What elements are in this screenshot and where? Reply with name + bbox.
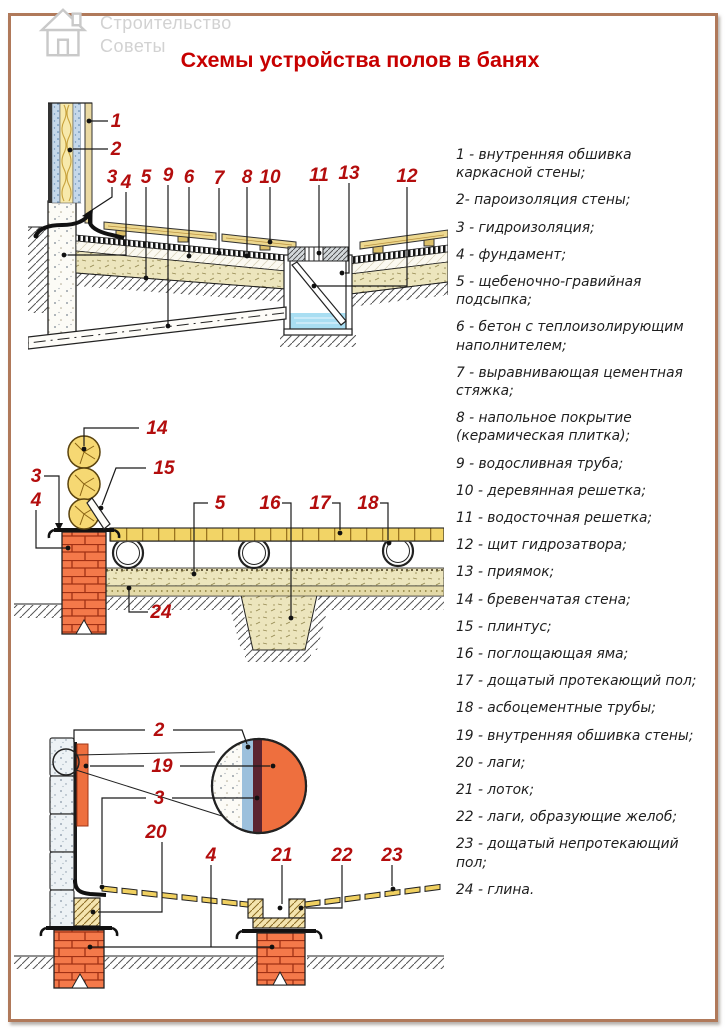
diagram-scheme-2-leaking-plank-floor: 14 15 3 4 5 16 17 18 24	[14, 418, 444, 662]
legend-item: 11 - водосточная решетка;	[456, 510, 653, 527]
legend-item: 16 - поглощающая яма;	[456, 646, 629, 663]
callout-number: 6	[184, 167, 195, 188]
wood-deck-left	[103, 221, 297, 251]
watermark-line-1: Строительство	[100, 13, 232, 33]
callout-number: 13	[338, 163, 360, 184]
water-seal-board	[291, 261, 347, 326]
plank-floor	[109, 527, 444, 542]
flashing-apron	[33, 211, 125, 240]
magnifier-detail	[52, 737, 308, 835]
wood-deck-right	[359, 229, 448, 254]
legend-item: 2- пароизоляция стены;	[456, 192, 631, 209]
callout-number: 4	[120, 172, 132, 193]
legend-item: 14 - бревенчатая стена;	[456, 591, 631, 608]
legend-item: 3 - гидроизоляция;	[456, 219, 595, 236]
page-title: Схемы устройства полов в банях	[180, 48, 540, 72]
legend-item: 15 - плинтус;	[456, 618, 552, 635]
log-wall	[67, 435, 101, 530]
site-watermark: Строительство Советы	[34, 4, 232, 60]
left-brick-pier	[39, 926, 119, 989]
callout-number: 5	[215, 493, 226, 514]
legend-item: 20 - лаги;	[456, 754, 526, 771]
callout-number: 1	[111, 111, 122, 132]
callout-number: 2	[110, 139, 122, 160]
drain-pit	[280, 246, 356, 347]
callout-number: 10	[259, 167, 281, 188]
callout-number: 12	[396, 166, 418, 187]
callout-number: 2	[153, 720, 165, 741]
callout-number: 7	[214, 168, 226, 189]
legend: 1 - внутренняя обшивка каркасной стены; …	[456, 146, 699, 908]
ground	[14, 955, 444, 969]
callouts-scheme-2: 14 15 3 4 5 16 17 18 24	[30, 418, 392, 623]
floor-layers-right	[349, 230, 448, 307]
absorbing-pit	[227, 585, 331, 662]
legend-item: 5 - щебеночно-гравийная подсыпка;	[456, 274, 642, 309]
joist	[73, 897, 101, 927]
legend-item: 17 - дощатый протекающий пол;	[456, 673, 697, 690]
legend-item: 13 - приямок;	[456, 564, 555, 581]
block-wall	[49, 737, 75, 929]
callout-number: 22	[330, 845, 353, 866]
callout-number: 19	[151, 756, 173, 777]
legend-item: 10 - деревянная решетка;	[456, 482, 647, 499]
legend-item: 1 - внутренняя обшивка каркасной стены;	[456, 147, 632, 182]
legend-item: 7 - выравнивающая цементная стяжка;	[456, 364, 683, 400]
callout-number: 3	[107, 167, 118, 188]
floor-boards-left	[101, 885, 252, 908]
callout-number: 18	[357, 493, 379, 514]
callout-number: 11	[309, 165, 329, 186]
callout-number: 4	[205, 845, 217, 866]
watermark-line-2: Советы	[100, 36, 166, 56]
callout-number: 24	[149, 602, 172, 623]
frame-wall-section	[48, 102, 93, 224]
callout-number: 23	[380, 845, 403, 866]
callout-number: 3	[31, 466, 42, 487]
callouts-scheme-1: 1 2 3 4 5 9 6 7 8 10 11 13 12	[61, 111, 418, 329]
legend-item: 8 - напольное покрытие (керамическая пли…	[456, 410, 632, 445]
legend-item: 19 - внутренняя обшивка стены;	[456, 727, 694, 744]
legend-item: 18 - асбоцементные трубы;	[456, 700, 656, 717]
callout-number: 14	[146, 418, 168, 439]
legend-item: 4 - фундамент;	[456, 246, 567, 263]
gravel-bed	[105, 567, 444, 587]
house-logo-icon	[38, 8, 88, 57]
legend-item: 9 - водосливная труба;	[456, 455, 624, 472]
legend-item: 23 - дощатый непротекающий пол;	[456, 836, 679, 871]
callout-number: 4	[30, 490, 42, 511]
skirting-board	[86, 497, 111, 530]
legend-item: 6 - бетон с теплоизолирующим наполнителе…	[456, 319, 684, 354]
diagram-scheme-1-concrete-floor-with-drain-pit: 1 2 3 4 5 9 6 7 8 10 11 13 12	[28, 102, 448, 350]
legend-item: 24 - глина.	[456, 881, 535, 898]
callout-number: 15	[153, 458, 175, 479]
callout-number: 17	[309, 493, 332, 514]
floor-layers-left	[75, 234, 287, 302]
inner-cladding-board	[76, 743, 89, 827]
callouts-scheme-3: 2 19 3 20 4 21 22 23	[73, 720, 403, 950]
legend-item: 12 - щит гидрозатвора;	[456, 537, 627, 554]
ground-left-hatch	[28, 226, 48, 313]
legend-item: 22 - лаги, образующие желоб;	[456, 809, 678, 826]
callout-number: 21	[270, 845, 292, 866]
callout-number: 16	[259, 493, 281, 514]
drain-pipe	[28, 306, 287, 350]
callout-number: 9	[163, 165, 174, 186]
brick-plinth-foundation	[47, 528, 121, 635]
watermark-text: Строительство Советы	[100, 12, 232, 58]
callout-number: 3	[154, 788, 165, 809]
pit-water	[290, 313, 346, 329]
callout-number: 8	[242, 167, 253, 188]
page-border-frame	[8, 13, 718, 1022]
center-trough-assembly	[235, 898, 323, 986]
floor-boards-right	[304, 883, 441, 908]
flashing	[73, 879, 107, 897]
callout-number: 5	[141, 167, 152, 188]
diagram-scheme-3-non-leaking-plank-floor: 2 19 3 20 4 21 22 23	[14, 720, 444, 989]
callout-number: 20	[144, 822, 167, 843]
clay-layer	[105, 585, 444, 597]
vapor-barrier-film	[74, 742, 77, 880]
legend-item: 21 - лоток;	[456, 782, 535, 799]
